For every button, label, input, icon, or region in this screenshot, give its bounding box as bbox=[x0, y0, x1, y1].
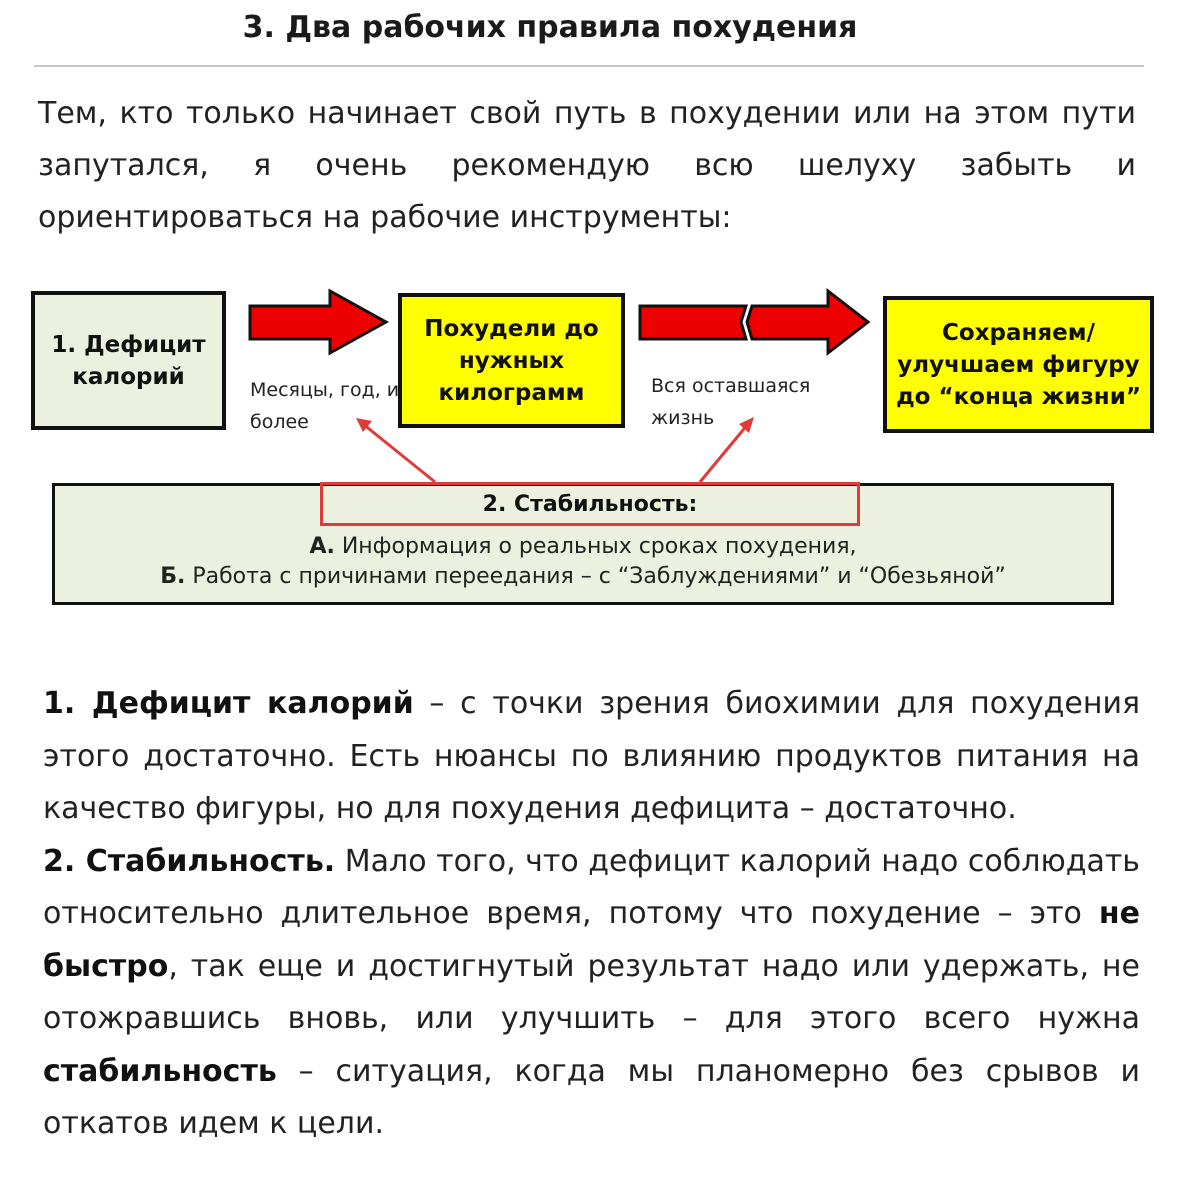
section2-emphasis-1: не быстро bbox=[43, 896, 1140, 984]
section2-text-2: , так еще и достигнутый результат надо и… bbox=[43, 948, 1140, 1037]
section2-heading: 2. Стабильность. bbox=[43, 843, 336, 879]
line-b-text: Работа с причинами переедания – с “Заблу… bbox=[192, 564, 1006, 589]
intro-text: Тем, кто только начинает свой путь в пох… bbox=[38, 96, 1136, 235]
section1-text: – с точки зрения биохимии для похудения … bbox=[43, 686, 1141, 826]
box-maintain-figure: Сохраняем/ улучшаем фигуру до “конца жиз… bbox=[883, 296, 1154, 433]
section1-heading: 1. Дефицит калорий bbox=[43, 686, 414, 721]
line-a-text: Информация о реальных сроках похудения, bbox=[341, 534, 857, 559]
stability-box bbox=[52, 483, 1114, 605]
stability-line-a: А. Информация о реальных сроках похудени… bbox=[52, 534, 1114, 559]
arrow2-caption: Вся оставшаяся жизнь bbox=[651, 375, 811, 429]
stability-line-b: Б. Работа с причинами переедания – с “За… bbox=[52, 564, 1114, 589]
arrow-broken-left-segment bbox=[638, 304, 749, 341]
section2-paragraph: 2. Стабильность. Мало того, что дефицит … bbox=[43, 836, 1140, 1151]
red-arrow-up-left-icon bbox=[356, 418, 372, 432]
section2-text-1: Мало того, что дефицит калорий надо собл… bbox=[43, 843, 1140, 932]
flow-arrows bbox=[248, 287, 871, 484]
section2-emphasis-2: стабильность bbox=[43, 1053, 277, 1089]
arrow-right-icon-2 bbox=[745, 287, 871, 357]
arrow-right-icon bbox=[248, 288, 390, 356]
arrow1-caption: Месяцы, год, и более bbox=[250, 379, 400, 433]
title-divider bbox=[34, 65, 1144, 67]
box-calorie-deficit-label: 1. Дефицит калорий bbox=[51, 331, 206, 390]
line-b-prefix: Б. bbox=[160, 564, 186, 589]
box-lost-weight-label: Похудели до нужных килограмм bbox=[424, 315, 599, 406]
section1-paragraph: 1. Дефицит калорий – с точки зрения биох… bbox=[43, 678, 1140, 836]
stability-title-text: 2. Стабильность: bbox=[482, 491, 698, 517]
section2-text-3: – ситуация, когда мы планомерно без срыв… bbox=[43, 1053, 1140, 1142]
red-arrow-up-right-icon bbox=[739, 417, 754, 433]
box-lost-weight: Похудели до нужных килограмм bbox=[398, 293, 625, 428]
page-title: 3. Два рабочих правила похудения bbox=[242, 10, 858, 45]
box-calorie-deficit: 1. Дефицит калорий bbox=[31, 291, 226, 430]
box-maintain-figure-label: Сохраняем/ улучшаем фигуру до “конца жиз… bbox=[896, 319, 1141, 410]
intro-paragraph: Тем, кто только начинает свой путь в пох… bbox=[38, 88, 1136, 244]
stability-title: 2. Стабильность: bbox=[320, 482, 860, 526]
body-text: 1. Дефицит калорий – с точки зрения биох… bbox=[43, 678, 1140, 1151]
line-a-prefix: А. bbox=[309, 534, 335, 559]
